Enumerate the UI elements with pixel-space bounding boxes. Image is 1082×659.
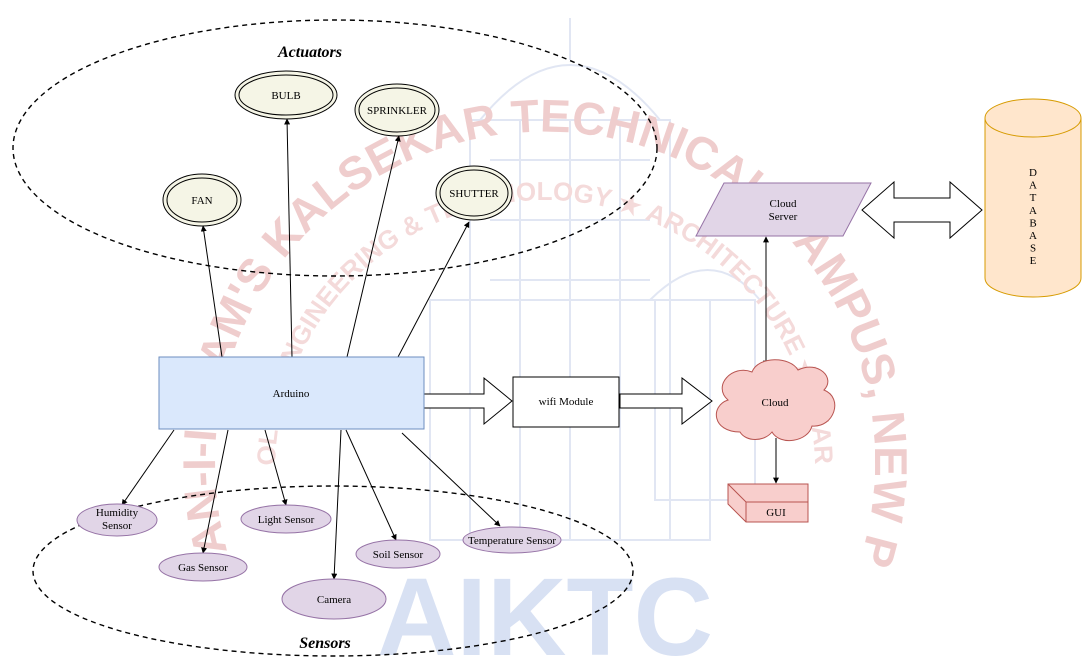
- gui-label: GUI: [766, 507, 786, 519]
- cloud-shape: [715, 359, 836, 441]
- cloud-server-label-line2: Server: [769, 211, 798, 223]
- database-label-letter: T: [1030, 192, 1037, 204]
- wifi-module-label: wifi Module: [539, 396, 594, 408]
- arduino-to-soil-arrow: [345, 429, 397, 541]
- arduino-to-fan-arrow: [200, 225, 223, 358]
- cloud-server-block: Cloud Server: [695, 182, 872, 237]
- actuator-connections: [200, 118, 470, 358]
- arduino-to-wifi-block-arrow: [423, 376, 513, 426]
- fan-label: FAN: [191, 195, 212, 207]
- sensor-light: Light Sensor: [240, 504, 332, 534]
- sensor-gas: Gas Sensor: [158, 552, 248, 582]
- arduino-to-bulb-arrow: [284, 118, 293, 358]
- database-label-letter: S: [1030, 243, 1036, 255]
- wifi-to-cloud-block-arrow: [619, 376, 713, 426]
- cloud-block: Cloud: [715, 359, 836, 441]
- database-label-letter: A: [1029, 180, 1037, 192]
- arduino-to-sprinkler-arrow: [346, 135, 401, 358]
- sensors-group-boundary: [32, 485, 634, 657]
- arduino-to-temperature-arrow: [401, 432, 501, 527]
- gui-block: GUI: [727, 483, 809, 523]
- actuator-bulb: BULB: [234, 70, 338, 120]
- database-label-letter: E: [1030, 255, 1037, 267]
- watermark: ANJUMAN-I-ISLAM'S KALSEKAR TECHNICAL CAM…: [0, 0, 917, 659]
- database-label-letter: A: [1029, 205, 1037, 217]
- temperature-sensor-label: Temperature Sensor: [468, 535, 556, 547]
- humidity-label-line1: Humidity: [96, 507, 139, 519]
- cloud-label: Cloud: [762, 397, 789, 409]
- server-database-double-arrow: [861, 180, 983, 240]
- wifi-module-box: [512, 376, 620, 428]
- arduino-label: Arduino: [273, 388, 310, 400]
- database-top: [984, 98, 1082, 138]
- cloud-server-label-line1: Cloud: [770, 198, 797, 210]
- actuators-group-title: Actuators: [277, 44, 342, 61]
- sensor-temperature: Temperature Sensor: [462, 526, 562, 554]
- sensors-group-title: Sensors: [299, 635, 351, 652]
- light-sensor-label: Light Sensor: [258, 514, 315, 526]
- arduino-box: [158, 356, 425, 430]
- actuator-sprinkler: SPRINKLER: [354, 83, 440, 137]
- actuators-group-boundary: [12, 19, 658, 277]
- database-body: [984, 118, 1082, 298]
- arduino-block: Arduino: [158, 356, 425, 430]
- bulb-label: BULB: [271, 90, 300, 102]
- database-label-letter: A: [1029, 230, 1037, 242]
- arduino-to-gas-arrow: [201, 429, 229, 554]
- watermark-building: [429, 18, 761, 541]
- sensor-humidity: Humidity Sensor: [76, 503, 158, 537]
- wifi-module-block: wifi Module: [512, 376, 620, 428]
- camera-label: Camera: [317, 594, 351, 606]
- arduino-to-camera-arrow: [331, 429, 342, 580]
- soil-sensor-label: Soil Sensor: [373, 549, 424, 561]
- sensor-soil: Soil Sensor: [355, 539, 441, 569]
- sensor-camera: Camera: [281, 578, 387, 620]
- watermark-logo-text: AIKTC: [377, 556, 713, 659]
- sensor-connections: [121, 429, 501, 580]
- cloud-server-parallelogram: [695, 182, 872, 237]
- arduino-to-light-arrow: [264, 429, 288, 506]
- arduino-to-humidity-arrow: [121, 429, 175, 506]
- gas-sensor-label: Gas Sensor: [178, 562, 228, 574]
- actuator-fan: FAN: [162, 173, 242, 227]
- database-label-letter: D: [1029, 167, 1037, 179]
- humidity-label-line2: Sensor: [102, 520, 132, 532]
- shutter-label: SHUTTER: [449, 188, 499, 200]
- arduino-to-shutter-arrow: [397, 221, 470, 358]
- sprinkler-label: SPRINKLER: [367, 105, 428, 117]
- database-label-letter: B: [1029, 217, 1036, 229]
- actuator-shutter: SHUTTER: [435, 165, 513, 221]
